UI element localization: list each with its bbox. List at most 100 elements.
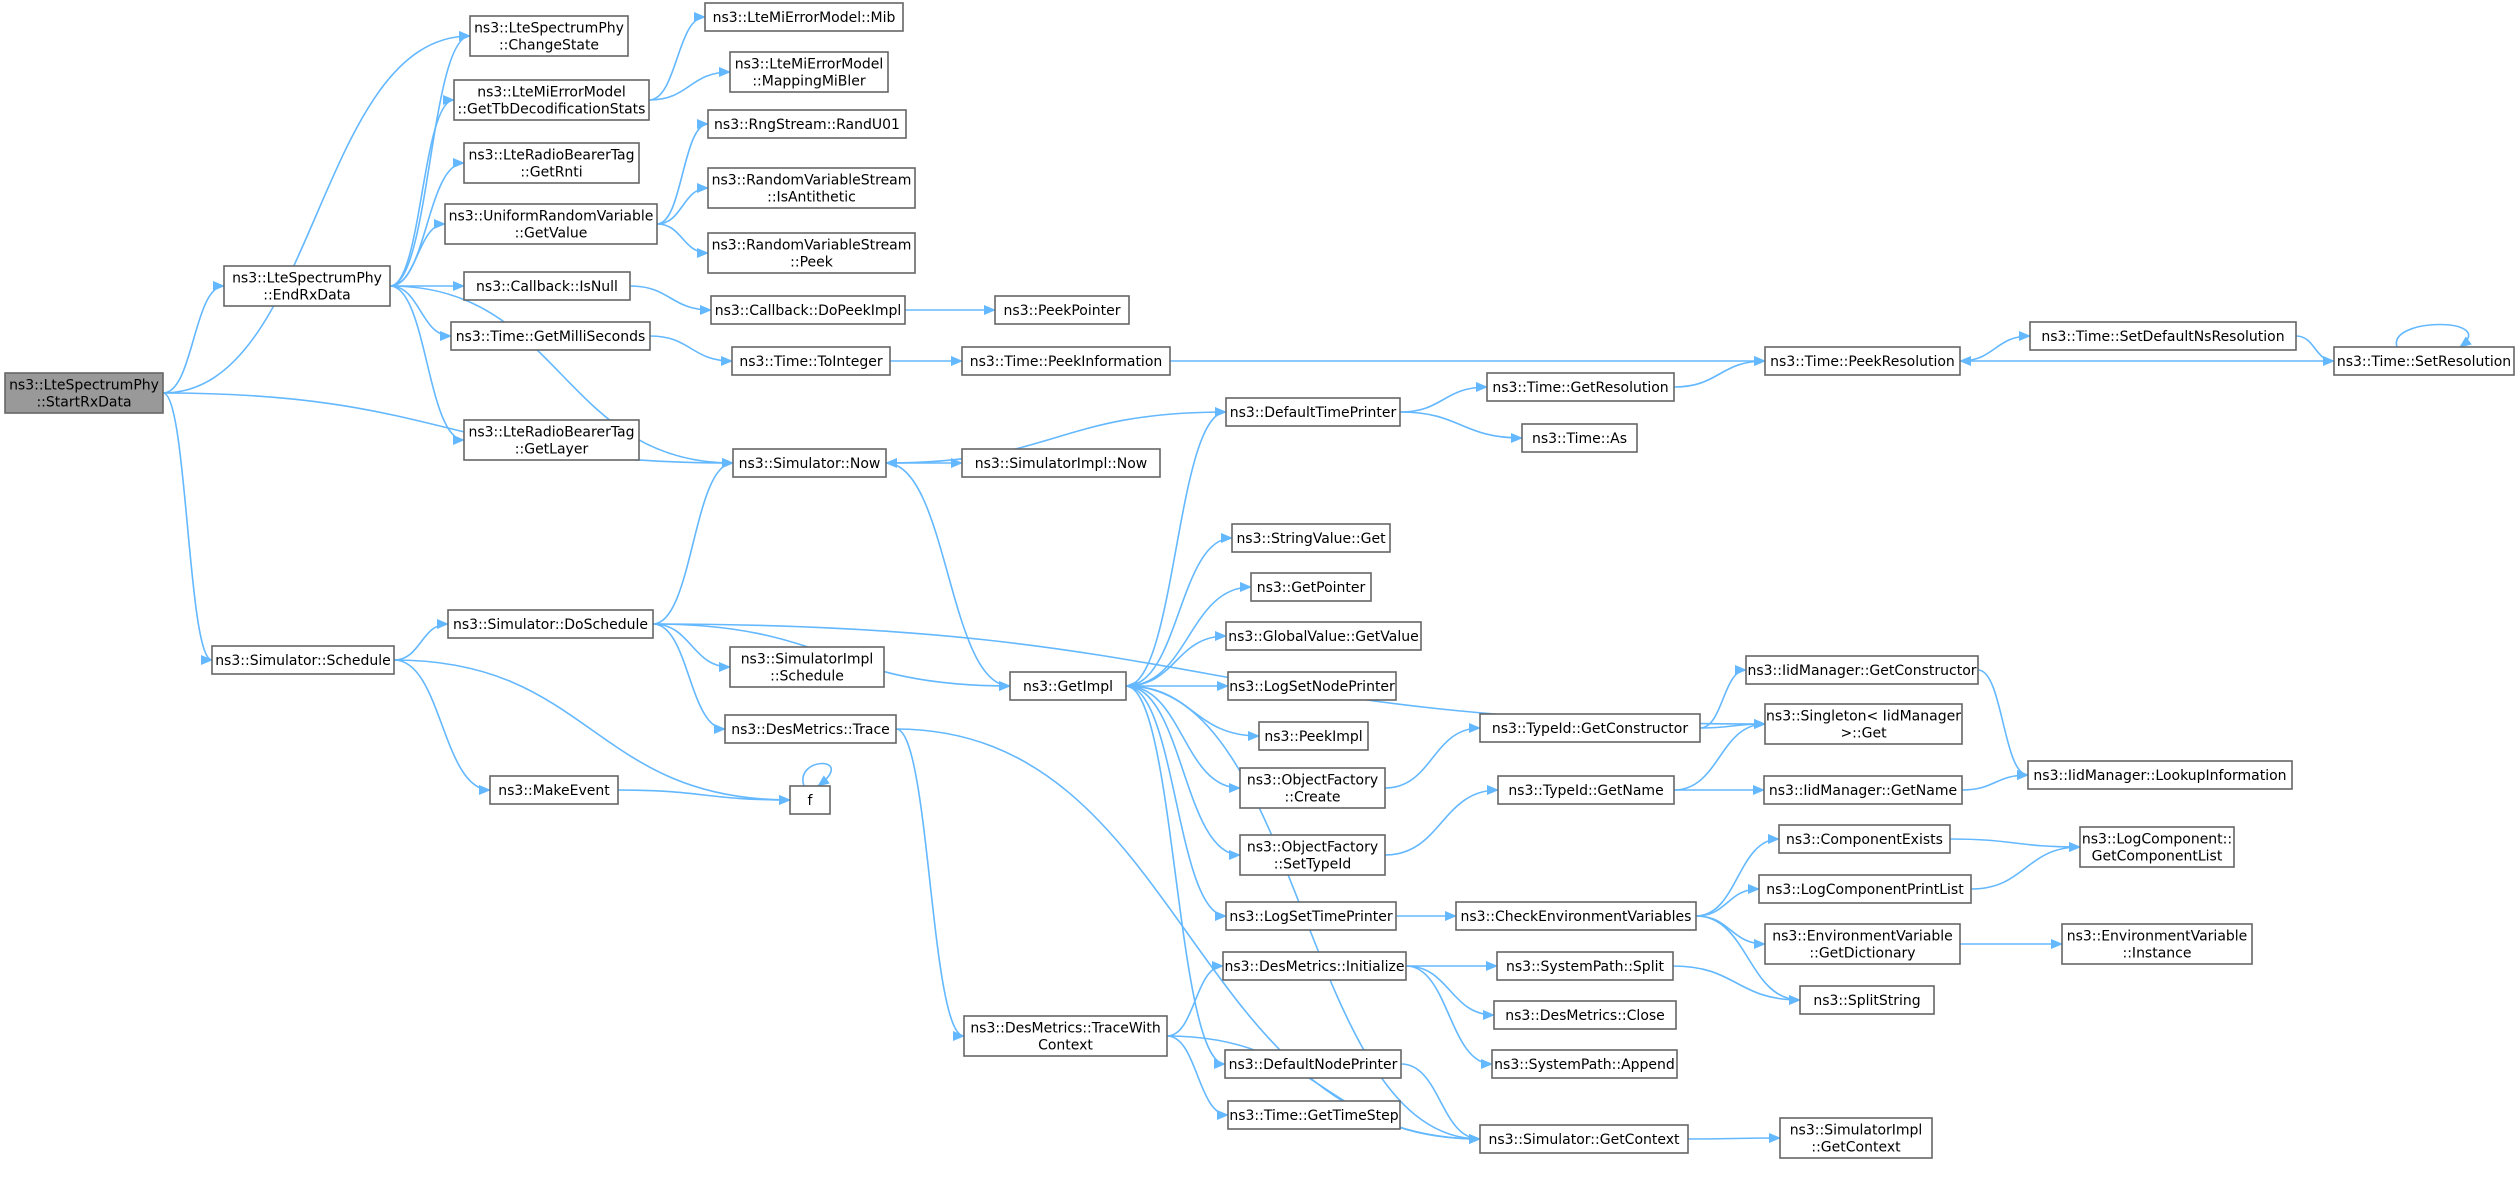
- graph-node-n56[interactable]: ns3::DesMetrics::Close: [1493, 1000, 1677, 1030]
- graph-node-n1[interactable]: ns3::LteSpectrumPhy::EndRxData: [223, 265, 391, 307]
- graph-node-n38[interactable]: ns3::ObjectFactory::Create: [1239, 767, 1386, 809]
- graph-node-n53[interactable]: ns3::SplitString: [1799, 985, 1935, 1015]
- graph-node-n55[interactable]: ns3::SystemPath::Split: [1496, 951, 1674, 981]
- graph-node-n26[interactable]: ns3::Simulator::Schedule: [211, 645, 395, 675]
- edge-path: [1125, 685, 1241, 793]
- graph-node-n54[interactable]: ns3::DesMetrics::Initialize: [1222, 951, 1407, 981]
- edge-path: [1673, 356, 1766, 388]
- node-label-line: ns3::StringValue::Get: [1236, 531, 1386, 547]
- node-box: [732, 448, 887, 478]
- edge-path: [162, 281, 225, 394]
- graph-node-n36[interactable]: ns3::LogSetNodePrinter: [1227, 671, 1397, 701]
- graph-node-n52[interactable]: ns3::EnvironmentVariable::Instance: [2061, 923, 2253, 965]
- graph-node-n33[interactable]: ns3::StringValue::Get: [1231, 523, 1391, 553]
- graph-node-n40[interactable]: ns3::LogSetTimePrinter: [1225, 901, 1397, 931]
- graph-node-n29[interactable]: ns3::DesMetrics::Trace: [724, 714, 897, 744]
- graph-node-n49[interactable]: ns3::LogComponentPrintList: [1758, 874, 1972, 904]
- graph-node-n39[interactable]: ns3::ObjectFactory::SetTypeId: [1239, 834, 1386, 876]
- graph-node-n5[interactable]: ns3::LteMiErrorModel::MappingMiBler: [729, 51, 889, 93]
- node-label-line: ::EndRxData: [263, 288, 350, 304]
- graph-node-n60[interactable]: ns3::Time::GetTimeStep: [1227, 1100, 1401, 1130]
- edge-path: [1125, 685, 1241, 860]
- node-label-line: ::ChangeState: [499, 38, 599, 54]
- graph-node-n37[interactable]: ns3::PeekImpl: [1258, 721, 1369, 751]
- graph-node-n7[interactable]: ns3::UniformRandomVariable::GetValue: [444, 203, 658, 245]
- graph-node-n34[interactable]: ns3::GetPointer: [1250, 572, 1372, 602]
- graph-node-n21[interactable]: ns3::Simulator::Now: [732, 448, 887, 478]
- node-box: [1758, 874, 1972, 904]
- graph-node-n51[interactable]: ns3::EnvironmentVariable::GetDictionary: [1764, 923, 1961, 965]
- graph-node-n30[interactable]: ns3::MakeEvent: [489, 775, 619, 805]
- edge-path: [1687, 1133, 1781, 1144]
- node-box: [1491, 1049, 1678, 1079]
- graph-node-n62[interactable]: ns3::SimulatorImpl::GetContext: [1779, 1117, 1933, 1159]
- node-label-line: ns3::IidManager::GetName: [1769, 783, 1957, 799]
- edge-n54-to-n56: [1405, 965, 1495, 1020]
- graph-node-n28[interactable]: ns3::SimulatorImpl::Schedule: [729, 646, 885, 688]
- graph-node-n25[interactable]: ns3::Time::As: [1521, 423, 1638, 453]
- graph-node-n44[interactable]: ns3::Singleton< IidManager>::Get: [1764, 703, 1963, 745]
- node-box: [1764, 923, 1961, 965]
- graph-node-n24[interactable]: ns3::Time::GetResolution: [1486, 372, 1675, 402]
- graph-node-n10[interactable]: ns3::RandomVariableStream::Peek: [707, 232, 916, 274]
- graph-node-n27[interactable]: ns3::Simulator::DoSchedule: [447, 609, 654, 639]
- graph-node-n61[interactable]: ns3::Simulator::GetContext: [1479, 1124, 1689, 1154]
- node-box: [1455, 901, 1697, 931]
- node-label-line: ::StartRxData: [36, 395, 131, 411]
- graph-node-n47[interactable]: ns3::CheckEnvironmentVariables: [1455, 901, 1697, 931]
- graph-node-n50[interactable]: ns3::LogComponent::GetComponentList: [2079, 826, 2235, 868]
- node-box: [704, 2, 904, 32]
- graph-node-n16[interactable]: ns3::Time::PeekInformation: [961, 346, 1171, 376]
- graph-node-n20[interactable]: ns3::LteRadioBearerTag::GetLayer: [463, 419, 640, 461]
- edge-n32-to-n34: [1125, 582, 1252, 687]
- edge-n32-to-n59: [1125, 685, 1226, 1069]
- edge-path: [1125, 582, 1252, 687]
- graph-node-n57[interactable]: ns3::SystemPath::Append: [1491, 1049, 1678, 1079]
- edge-path: [1384, 723, 1481, 789]
- node-label-line: ns3::DesMetrics::Initialize: [1224, 959, 1404, 975]
- node-label-line: ns3::CheckEnvironmentVariables: [1461, 909, 1692, 925]
- edge-n58-to-n54: [1166, 961, 1224, 1037]
- graph-node-n14[interactable]: ns3::Time::GetMilliSeconds: [450, 321, 651, 351]
- graph-node-n22[interactable]: ns3::SimulatorImpl::Now: [961, 448, 1161, 478]
- graph-node-n48[interactable]: ns3::ComponentExists: [1778, 824, 1951, 854]
- edge-path: [1125, 533, 1233, 687]
- graph-node-n6[interactable]: ns3::LteRadioBearerTag::GetRnti: [463, 142, 640, 184]
- graph-node-n43[interactable]: ns3::IidManager::GetConstructor: [1745, 655, 1979, 685]
- graph-node-n18[interactable]: ns3::Time::SetDefaultNsResolution: [2029, 321, 2297, 351]
- edge-n32-to-n33: [1125, 533, 1233, 687]
- node-label-line: ns3::DesMetrics::TraceWith: [970, 1021, 1160, 1037]
- node-box: [731, 346, 891, 376]
- edge-path: [389, 219, 446, 287]
- graph-node-n59[interactable]: ns3::DefaultNodePrinter: [1224, 1049, 1402, 1079]
- graph-node-n13[interactable]: ns3::PeekPointer: [994, 295, 1130, 325]
- graph-node-n45[interactable]: ns3::IidManager::GetName: [1763, 775, 1963, 805]
- graph-node-n8[interactable]: ns3::RngStream::RandU01: [707, 109, 907, 139]
- node-box: [450, 321, 651, 351]
- graph-node-n35[interactable]: ns3::GlobalValue::GetValue: [1225, 621, 1422, 651]
- edge-path: [1699, 665, 1747, 729]
- edge-path: [1949, 838, 2081, 852]
- graph-node-n2[interactable]: ns3::LteSpectrumPhy::ChangeState: [469, 15, 629, 57]
- graph-node-n17[interactable]: ns3::Time::PeekResolution: [1764, 346, 1961, 376]
- graph-node-n32[interactable]: ns3::GetImpl: [1009, 671, 1127, 701]
- graph-node-n23[interactable]: ns3::DefaultTimePrinter: [1225, 397, 1401, 427]
- node-box: [961, 346, 1171, 376]
- node-box: [211, 645, 395, 675]
- graph-node-n46[interactable]: ns3::IidManager::LookupInformation: [2027, 760, 2293, 790]
- graph-node-n31[interactable]: f: [789, 785, 831, 815]
- graph-node-n42[interactable]: ns3::TypeId::GetName: [1497, 775, 1675, 805]
- node-label-line: ns3::RngStream::RandU01: [714, 117, 900, 133]
- edge-n23-to-n24: [1399, 382, 1488, 413]
- graph-node-n12[interactable]: ns3::Callback::DoPeekImpl: [710, 295, 906, 325]
- graph-node-n19[interactable]: ns3::Time::SetResolution: [2333, 346, 2515, 376]
- graph-node-n4[interactable]: ns3::LteMiErrorModel::Mib: [704, 2, 904, 32]
- graph-node-n15[interactable]: ns3::Time::ToInteger: [731, 346, 891, 376]
- edge-n32-to-n38: [1125, 685, 1241, 793]
- node-label-line: ns3::SimulatorImpl: [1790, 1123, 1923, 1139]
- graph-node-n9[interactable]: ns3::RandomVariableStream::IsAntithetic: [707, 167, 916, 209]
- graph-node-n3[interactable]: ns3::LteMiErrorModel::GetTbDecodificatio…: [453, 79, 650, 121]
- graph-node-n41[interactable]: ns3::TypeId::GetConstructor: [1479, 713, 1701, 743]
- graph-node-n11[interactable]: ns3::Callback::IsNull: [463, 271, 631, 301]
